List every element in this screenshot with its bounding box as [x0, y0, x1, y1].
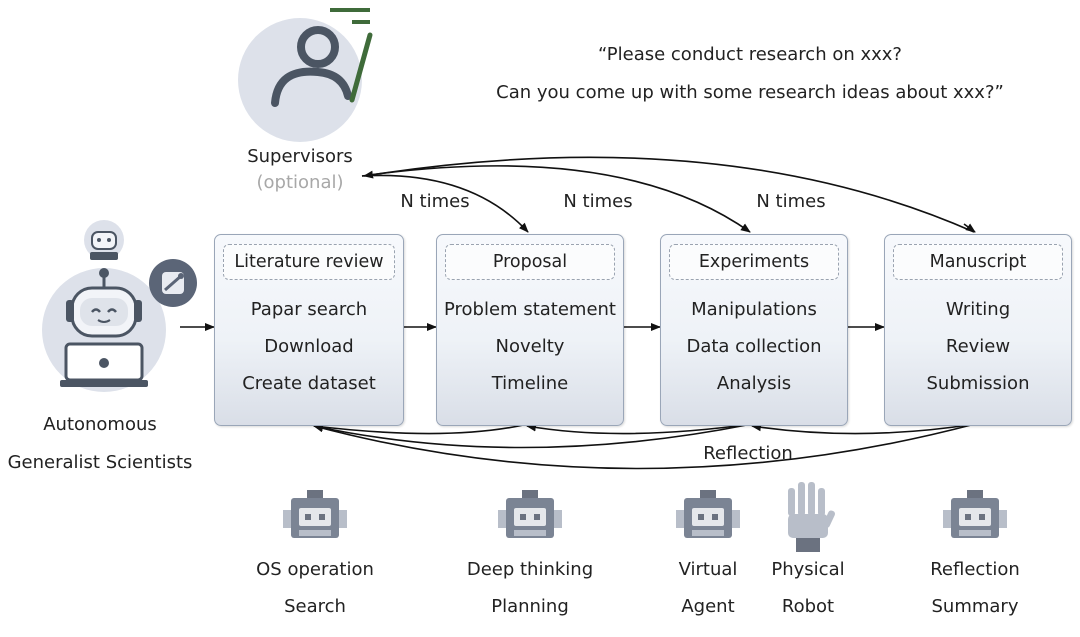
stage-item: Analysis [716, 373, 792, 394]
agent-3-line-1: Physical [771, 559, 845, 580]
stage-item: Create dataset [242, 373, 376, 394]
stage-literature-review: Literature review Papar search Download … [214, 234, 404, 426]
stage-item: Problem statement [444, 299, 616, 320]
stage-title: Experiments [669, 244, 839, 280]
reflection-manuscript-to-experiments [751, 423, 976, 435]
stage-item: Data collection [686, 336, 822, 357]
stage-item: Papar search [250, 299, 368, 320]
agent-0-line-2: Search [284, 596, 346, 617]
small-robot-icon [84, 220, 124, 260]
agent-4-line-1: Reflection [930, 559, 1020, 580]
stage-experiments: Experiments Manipulations Data collectio… [660, 234, 848, 426]
reflection-experiments-to-literature [313, 423, 753, 449]
agent-planning-robot-icon [498, 490, 562, 538]
stage-title: Proposal [445, 244, 615, 280]
agent-0-line-1: OS operation [256, 559, 374, 580]
n-times-label-2: N times [563, 191, 633, 212]
stage-title: Literature review [223, 244, 395, 280]
scientist-label-line-2: Generalist Scientists [7, 452, 193, 473]
loop-supervisor-experiments [361, 165, 751, 233]
supervisor-icon [238, 8, 373, 142]
agent-4-line-2: Summary [931, 596, 1019, 617]
lab-tool-icon [149, 259, 197, 307]
agent-reflection-robot-icon [943, 490, 1007, 538]
agent-2-line-2: Agent [681, 596, 735, 617]
agent-2-line-1: Virtual [678, 559, 738, 580]
loop-manuscript-supervisor [363, 156, 975, 233]
stage-item: Novelty [495, 336, 565, 357]
reflection-label: Reflection [703, 443, 793, 464]
scientist-label-line-1: Autonomous [43, 414, 157, 435]
stage-item: Manipulations [691, 299, 817, 320]
stage-manuscript: Manuscript Writing Review Submission [884, 234, 1072, 426]
agent-1-line-2: Planning [491, 596, 569, 617]
supervisor-label: Supervisors [247, 146, 353, 167]
reflection-experiments-to-proposal [526, 423, 753, 435]
stage-item: Timeline [491, 373, 569, 394]
supervisor-note: (optional) [256, 172, 344, 193]
n-times-label-1: N times [400, 191, 470, 212]
quote-line-2: Can you come up with some research ideas… [496, 82, 1004, 103]
agent-1-line-1: Deep thinking [466, 559, 594, 580]
agent-virtual-robot-icon [676, 490, 740, 538]
stage-title: Manuscript [893, 244, 1063, 280]
stage-item: Writing [945, 299, 1011, 320]
stage-item: Download [264, 336, 354, 357]
n-times-label-3: N times [756, 191, 826, 212]
agent-os-robot-icon [283, 490, 347, 538]
agent-3-line-2: Robot [781, 596, 835, 617]
stage-item: Submission [926, 373, 1030, 394]
quote-line-1: “Please conduct research on xxx? [598, 44, 902, 65]
stage-proposal: Proposal Problem statement Novelty Timel… [436, 234, 624, 426]
scientist-robot-icon [42, 268, 166, 392]
reflection-manuscript-to-literature [313, 423, 976, 470]
stage-item: Review [945, 336, 1011, 357]
loop-supervisor-proposal [361, 174, 529, 233]
agent-robot-hand-icon [788, 482, 836, 552]
reflection-proposal-to-literature [313, 423, 529, 435]
